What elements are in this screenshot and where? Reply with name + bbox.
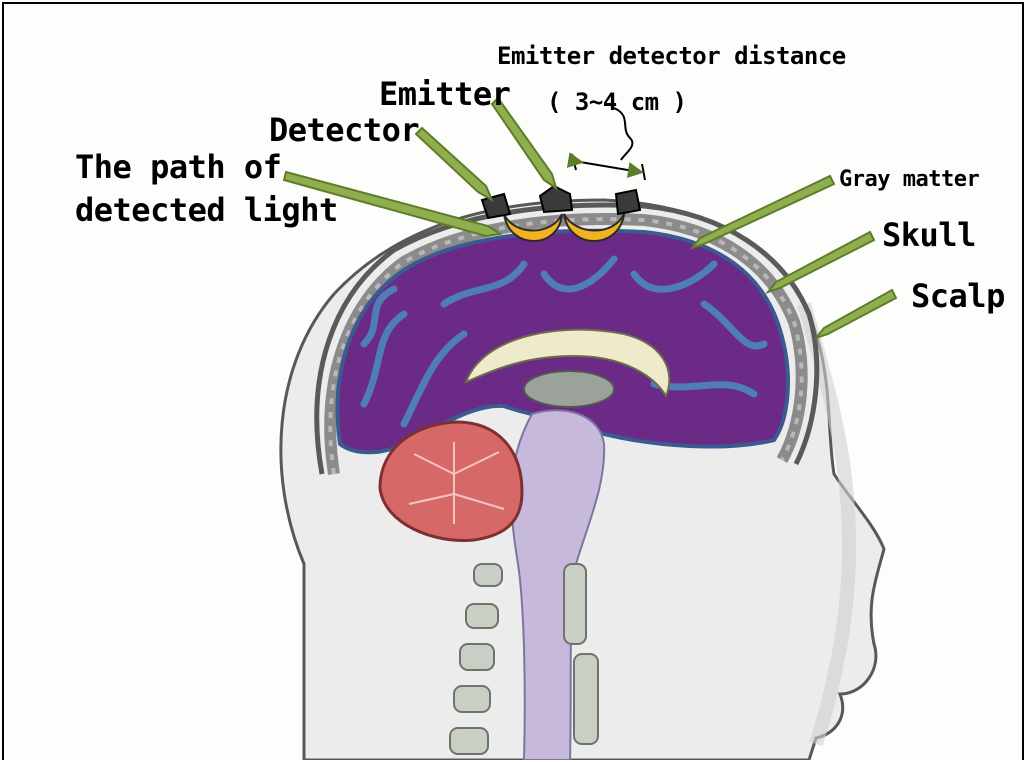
gray-matter-label: Gray matter: [839, 169, 979, 191]
light-path-label-line2: detected light: [75, 194, 338, 226]
distance-bracket: [572, 108, 645, 180]
distance-title-label: Emitter detector distance: [497, 44, 846, 68]
gray-matter-arrow: [692, 176, 834, 248]
detector-arrow: [416, 128, 492, 200]
head-illustration: [4, 4, 1022, 760]
scalp-arrow: [816, 290, 896, 338]
skull-arrow: [768, 232, 874, 292]
emitter-label: Emitter: [379, 78, 510, 110]
detector-optode-right: [616, 190, 640, 214]
emitter-optode: [540, 186, 572, 212]
scalp-label: Scalp: [911, 280, 1005, 312]
cerebellum: [380, 422, 522, 541]
skull-label: Skull: [882, 219, 976, 251]
distance-value-label: ( 3~4 cm ): [547, 90, 687, 114]
light-path-label-line1: The path of: [75, 151, 281, 183]
detector-label: Detector: [269, 114, 419, 146]
